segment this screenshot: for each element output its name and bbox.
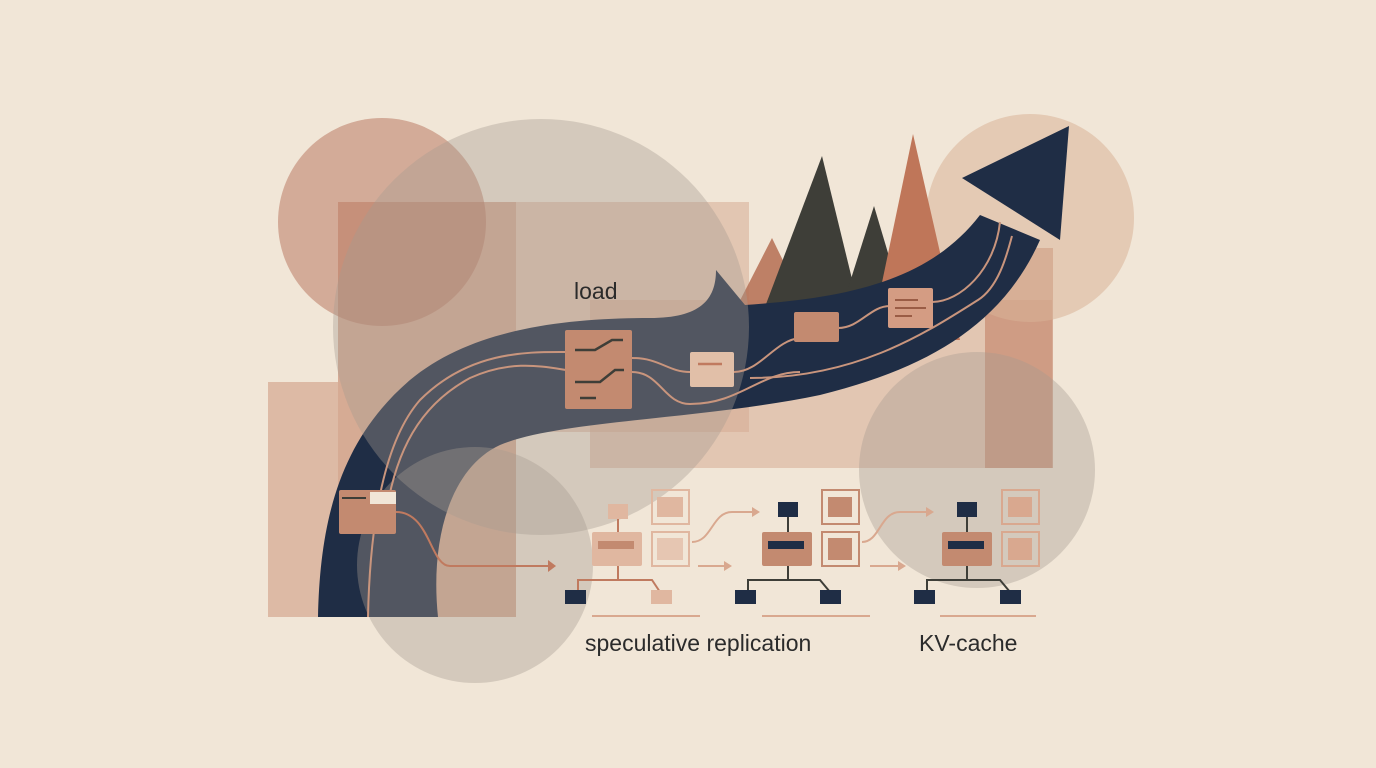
circle-center [333, 119, 749, 535]
arrow-head-1 [548, 560, 556, 572]
node-tree-2 [735, 489, 870, 617]
flow-arrow-2 [691, 511, 752, 543]
peak-charcoal-1 [760, 156, 862, 320]
flow-arrow-4 [861, 511, 926, 543]
module-block-small-1 [690, 352, 734, 387]
label-kv-cache: KV-cache [919, 630, 1018, 656]
arrow-head-4 [926, 507, 934, 517]
arrow-up-icon [962, 126, 1069, 240]
node-tree-3 [914, 489, 1040, 617]
rising-band [318, 215, 1040, 617]
node-tree-1 [565, 489, 700, 617]
label-load: load [574, 278, 618, 304]
arrow-head-3 [724, 561, 732, 571]
circle-bottom-right [859, 352, 1095, 588]
folder-icon [339, 490, 396, 534]
flow-arrow-left [395, 511, 548, 567]
module-block-main [565, 330, 632, 409]
arrow-head-5 [898, 561, 906, 571]
arrow-head-2 [752, 507, 760, 517]
module-block-top [888, 288, 933, 328]
module-block-small-2 [794, 312, 839, 342]
label-speculative-replication: speculative replication [585, 630, 812, 656]
flow-lines [367, 221, 1013, 618]
circle-top-left [278, 118, 486, 326]
